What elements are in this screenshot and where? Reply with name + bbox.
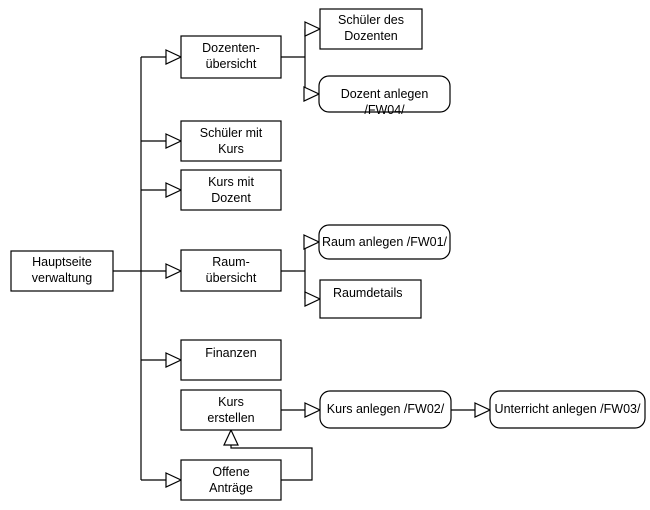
- node-dozentenuebersicht[interactable]: [180, 35, 282, 79]
- node-shape-group: [10, 8, 646, 501]
- arrowhead-raumuebersicht: [165, 263, 183, 279]
- arrowhead-kurs-mit-dozent: [165, 182, 183, 198]
- node-raumdetails[interactable]: [319, 279, 422, 319]
- arrowhead-kurs-erstellen-up: [223, 428, 239, 446]
- node-schueler-mit-kurs[interactable]: [180, 120, 282, 162]
- arrowhead-unterricht-anlegen: [474, 402, 492, 418]
- arrowhead-finanzen: [165, 352, 183, 368]
- node-dozent-anlegen[interactable]: [318, 75, 451, 113]
- arrowhead-raum-anlegen: [303, 234, 321, 250]
- node-raumuebersicht[interactable]: [180, 249, 282, 292]
- arrowhead-kurs-anlegen: [304, 402, 322, 418]
- arrowhead-schueler-mit-kurs: [165, 133, 183, 149]
- node-schueler-des-dozenten[interactable]: [319, 8, 423, 50]
- node-hauptseite[interactable]: [10, 250, 114, 292]
- node-kurs-erstellen[interactable]: [180, 389, 282, 431]
- node-offene-antraege[interactable]: [180, 459, 282, 501]
- arrowhead-dozent-anlegen: [303, 86, 321, 102]
- node-kurs-mit-dozent[interactable]: [180, 169, 282, 211]
- node-unterricht-anlegen[interactable]: [489, 390, 646, 429]
- arrowhead-schueler-des-dozenten: [304, 21, 322, 37]
- arrowhead-dozentenuebersicht: [165, 49, 183, 65]
- arrowhead-offene-antraege: [165, 472, 183, 488]
- edge-group: [113, 21, 492, 488]
- node-kurs-anlegen[interactable]: [319, 390, 452, 429]
- node-raum-anlegen[interactable]: [318, 224, 451, 260]
- node-finanzen[interactable]: [180, 339, 282, 381]
- edge-offene-to-kurs-erstellen: [230, 445, 313, 481]
- arrowhead-raumdetails: [304, 291, 322, 307]
